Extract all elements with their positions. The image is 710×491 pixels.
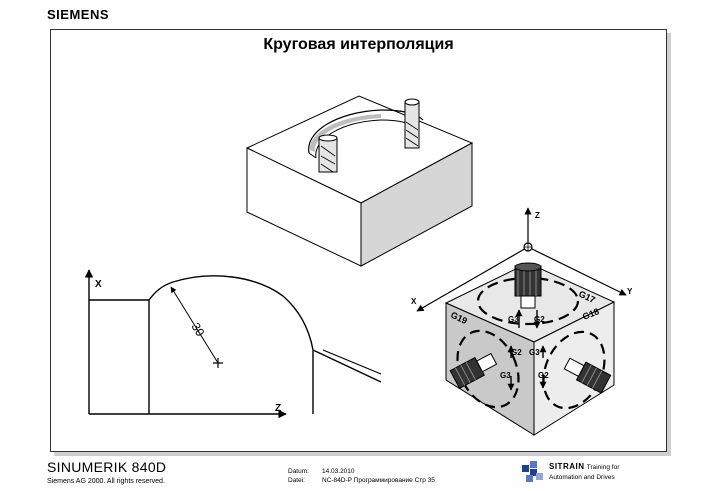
- plane-cube-illustration: [416, 207, 627, 436]
- g2-label-left: G2: [511, 348, 522, 357]
- cube-tool-left: [449, 352, 498, 390]
- cutter-tool-left: [318, 134, 338, 173]
- cube-axis-z-label: Z: [535, 211, 540, 220]
- radius-line: [170, 286, 219, 364]
- date-value: 14.03.2010: [322, 468, 355, 475]
- slide-frame: Круговая интерполяция: [50, 29, 667, 452]
- date-label: Datum:: [288, 468, 309, 475]
- g3-label-left: G3: [500, 371, 511, 380]
- slide-title: Круговая интерполяция: [263, 36, 454, 53]
- g2-label-top: G2: [534, 315, 545, 324]
- cube-tool-top: [514, 262, 542, 309]
- profile-axis-z-label: Z: [275, 403, 281, 414]
- sitrain-brand: SITRAIN Training for: [549, 462, 619, 471]
- cube-axis-y-label: Y: [627, 287, 633, 296]
- profile-sketch: [84, 269, 382, 419]
- profile-axis-x-label: X: [95, 279, 102, 290]
- sitrain-tagline: Training for: [586, 464, 620, 471]
- file-label: Datei:: [288, 477, 305, 484]
- workpiece-block-illustration: [245, 95, 474, 267]
- center-point: [213, 358, 223, 368]
- g3-label-top: G3: [508, 315, 519, 324]
- x-axis-3d: [416, 246, 529, 312]
- g3-label-right: G3: [529, 348, 540, 357]
- cube-axis-x-label: X: [411, 297, 417, 306]
- circular-arc: [148, 275, 314, 351]
- sitrain-logo-icon: [522, 461, 543, 482]
- footer-product-name: SINUMERIK 840D: [47, 459, 167, 475]
- cutter-tool-right: [404, 98, 420, 149]
- file-value: NC-84D-P Программирование Стр 35: [322, 477, 435, 484]
- sitrain-name: SITRAIN: [549, 462, 585, 471]
- radius-label: 30: [188, 320, 207, 339]
- siemens-logo: SIEMENS: [47, 7, 110, 22]
- y-axis-3d: [527, 246, 627, 296]
- g2-label-right: G2: [538, 371, 549, 380]
- illustration-canvas: X Z 30 Z X Y G17 G18 G19 G3 G2 G2 G3 G3 …: [84, 95, 633, 436]
- cube-tool-right: [563, 357, 612, 394]
- footer-copyright: Siemens AG 2000. All rights reserved.: [47, 478, 165, 485]
- sitrain-subtitle: Automation and Drives: [549, 474, 615, 481]
